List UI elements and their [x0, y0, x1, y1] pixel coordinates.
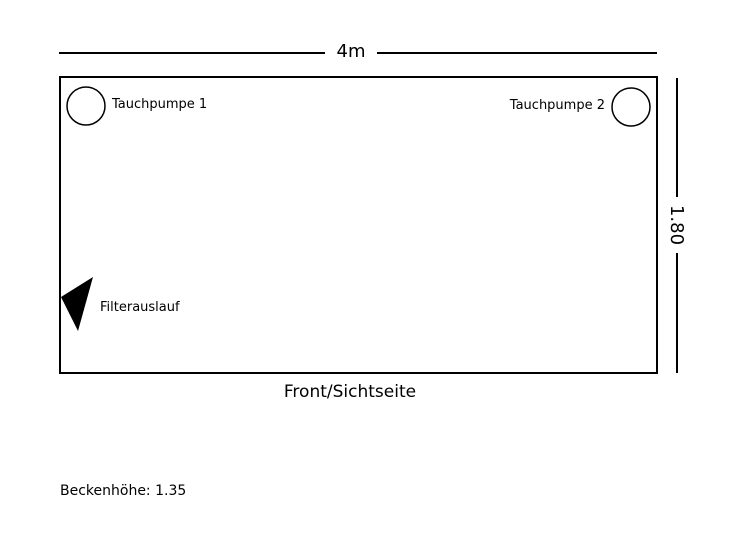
pump-2-label: Tauchpumpe 2 [509, 98, 605, 113]
filter-outlet-label: Filterauslauf [100, 300, 180, 315]
basin-outline-rect [59, 76, 658, 374]
filter-outlet-arrow [61, 277, 93, 331]
pump-1-circle [66, 86, 106, 126]
height-dimension-label: 1.80 [666, 204, 687, 246]
width-dimension-label: 4m [336, 41, 366, 62]
pump-1-label: Tauchpumpe 1 [112, 97, 208, 112]
front-view-caption: Front/Sichtseite [283, 382, 417, 402]
basin-height-note: Beckenhöhe: 1.35 [60, 483, 187, 499]
pump-2-circle [611, 87, 651, 127]
